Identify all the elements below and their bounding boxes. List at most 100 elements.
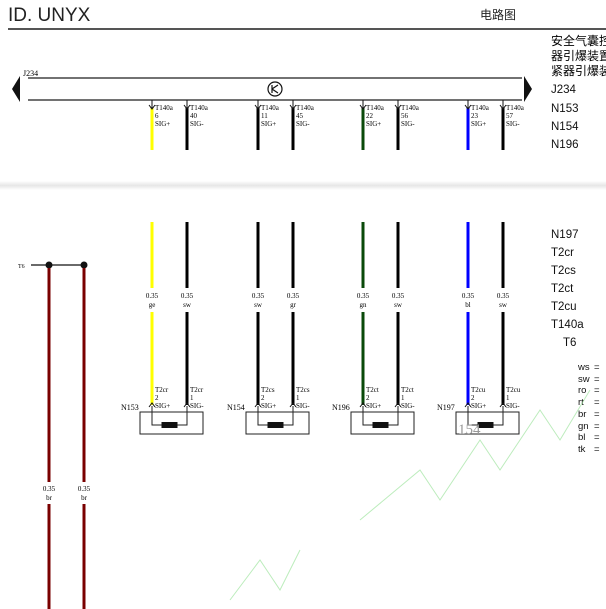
equals-sign: = (594, 373, 600, 385)
wire-color-code: sw (254, 301, 263, 309)
legend-component: T2cr (551, 247, 574, 259)
pin-arrow-icon (359, 402, 367, 408)
squib-resistor-icon (161, 422, 178, 428)
pin-connector: T2cu (506, 386, 521, 394)
pin-number: 1 (296, 394, 300, 402)
pin-signal: SIG- (506, 120, 520, 128)
wire-color-code: gr (290, 301, 297, 309)
pin-signal: SIG- (401, 402, 415, 410)
wire-color-code: br (81, 494, 88, 502)
wire-size: 0.35 (146, 292, 159, 300)
pin-arrow-icon (183, 402, 191, 408)
pin-number: 11 (261, 112, 268, 120)
wire-color-code: ge (149, 301, 156, 309)
pin-number: 1 (506, 394, 510, 402)
equals-sign: = (594, 385, 600, 397)
wire-size: 0.35 (181, 292, 194, 300)
pin-connector: T140a (506, 104, 525, 112)
legend-component: T2cu (551, 301, 577, 313)
color-code: ws (578, 362, 590, 373)
wire-color-code: br (46, 494, 53, 502)
wire-size: 0.35 (392, 292, 405, 300)
pin-number: 2 (155, 394, 159, 402)
squib-resistor-icon (372, 422, 389, 428)
pin-connector: T140a (296, 104, 315, 112)
wire-size: 0.35 (252, 292, 265, 300)
control-unit-icon (267, 81, 283, 97)
pin-arrow-icon (254, 100, 262, 110)
wire-color-code: bl (465, 301, 471, 309)
legend-color-code: gn= (578, 421, 600, 432)
equals-sign: = (594, 397, 600, 409)
pin-arrow-icon (394, 100, 402, 110)
color-code: bl (578, 432, 586, 444)
pin-arrow-icon (148, 402, 156, 408)
pin-signal: SIG+ (366, 120, 381, 128)
module-body (28, 78, 522, 100)
pin-number: 23 (471, 112, 479, 120)
pin-signal: SIG- (506, 402, 520, 410)
legend-component: N197 (551, 229, 579, 241)
legend-component: T6 (563, 337, 577, 349)
pin-number: 40 (190, 112, 198, 120)
legend-color-code: ws= (578, 362, 600, 373)
pin-arrow-icon (499, 402, 507, 408)
legend-component: T2ct (551, 283, 574, 295)
watermark (229, 389, 591, 601)
pin-number: 2 (366, 394, 370, 402)
pin-connector: T140a (471, 104, 490, 112)
pin-signal: SIG+ (261, 120, 276, 128)
pin-number: 1 (401, 394, 405, 402)
device-label: N154 (227, 403, 245, 412)
pin-connector: T2ct (401, 386, 414, 394)
diagram-title: ID. UNYX (8, 5, 91, 26)
pin-signal: SIG+ (155, 120, 170, 128)
continue-left-arrow (12, 76, 20, 102)
wire-size: 0.35 (287, 292, 300, 300)
wire-color-code: sw (394, 301, 403, 309)
equals-sign: = (594, 432, 600, 444)
pin-number: 2 (471, 394, 475, 402)
splice-dot (80, 261, 88, 269)
device-label: N153 (121, 403, 139, 412)
pin-signal: SIG+ (155, 402, 170, 410)
legend-color-code: tk= (578, 444, 600, 455)
pin-signal: SIG- (296, 120, 310, 128)
legend-description-line: 安全气囊控 (551, 34, 606, 48)
color-code: sw (578, 373, 590, 385)
wire-size: 0.35 (357, 292, 370, 300)
pin-signal: SIG+ (366, 402, 381, 410)
legend-component: T140a (551, 319, 584, 331)
pin-signal: SIG- (296, 402, 310, 410)
legend-color-code: bl = (578, 432, 600, 443)
legend-description-line: 器引爆装置 (551, 49, 606, 63)
module-label: J234 (23, 69, 38, 78)
legend-description-line: 紧器引爆装 (551, 64, 606, 78)
legend-color-code: ro= (578, 385, 600, 396)
pin-connector: T140a (155, 104, 174, 112)
pin-number: 57 (506, 112, 514, 120)
pin-connector: T2ct (366, 386, 379, 394)
pin-signal: SIG- (190, 120, 204, 128)
device-label: N196 (332, 403, 350, 412)
pin-connector: T140a (366, 104, 385, 112)
pin-connector: T140a (401, 104, 420, 112)
header-divider (8, 28, 606, 30)
pin-arrow-icon (464, 402, 472, 408)
page-break-band (0, 181, 606, 190)
diagram-subtitle: 电路图 (480, 8, 517, 22)
color-code: gn (578, 420, 589, 432)
wire-size: 0.35 (497, 292, 510, 300)
legend-component: N154 (551, 121, 579, 133)
color-code: br (578, 408, 587, 420)
pin-connector: T140a (261, 104, 280, 112)
pin-arrow-icon (394, 402, 402, 408)
wire-color-code: gn (360, 301, 368, 309)
wire-color-code: sw (183, 301, 192, 309)
pin-number: 6 (155, 112, 159, 120)
squib-resistor-icon (477, 422, 494, 428)
pin-arrow-icon (359, 100, 367, 110)
pin-connector: T2cs (296, 386, 310, 394)
legend-color-code: br= (578, 409, 600, 420)
